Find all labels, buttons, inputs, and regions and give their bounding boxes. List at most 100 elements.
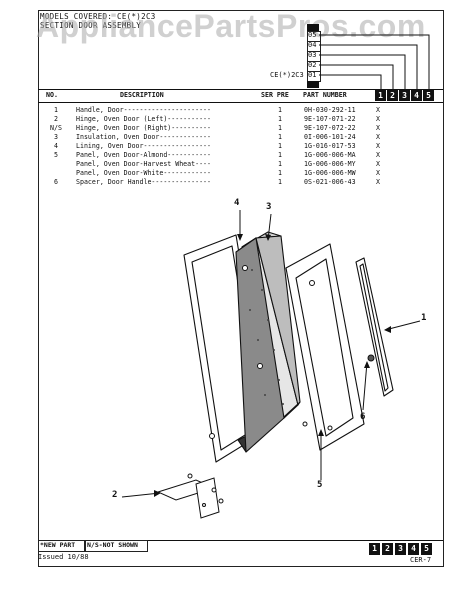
model-box-bottom-marker: [307, 81, 319, 88]
row-ser: 1: [278, 124, 282, 132]
footer-rule: [38, 540, 443, 541]
table-header: NO. DESCRIPTION SER PRE PART NUMBER: [0, 91, 458, 100]
table-row: Panel, Oven Door-Harvest Wheat---- 1 1G-…: [0, 160, 458, 169]
table-row: 5 Panel, Oven Door-Almond----------- 1 1…: [0, 151, 458, 160]
door-assembly-diagram: [121, 210, 421, 519]
row-description: Panel, Oven Door-Almond-----------: [76, 151, 211, 159]
row-ser: 1: [278, 142, 282, 150]
row-description: Panel, Oven Door-White------------: [76, 169, 211, 177]
row-part-number[interactable]: 9E-107-072-22: [304, 124, 356, 132]
row-description: Handle, Door----------------------: [76, 106, 211, 114]
model-box-top-marker: [307, 24, 319, 31]
callout-3: 3: [266, 202, 272, 212]
screw-icon: [309, 280, 315, 286]
model-leader-lines: [319, 34, 430, 91]
table-row: 3 Insulation, Oven Door------------- 1 0…: [0, 133, 458, 142]
row-description: Insulation, Oven Door-------------: [76, 133, 211, 141]
row-model-mark: X: [376, 151, 380, 159]
model-box-03-label: 03: [308, 51, 317, 59]
screw-icon: [302, 421, 308, 427]
footer-new-part: *NEW PART: [40, 541, 76, 549]
row-no: N/S: [50, 124, 62, 132]
row-no: 1: [54, 106, 58, 114]
row-description: Hinge, Oven Door (Right)----------: [76, 124, 211, 132]
section-line: SECTION DOOR ASSEMBLY: [40, 21, 142, 30]
col-part-number-header: PART NUMBER: [303, 91, 347, 99]
model-box-05-label: 05: [308, 31, 317, 39]
watermark: AppliancePartsPros.com: [36, 8, 426, 44]
row-no: 2: [54, 115, 58, 123]
table-row: N/S Hinge, Oven Door (Right)---------- 1…: [0, 124, 458, 133]
callout-1: 1: [421, 313, 427, 323]
callout-2: 2: [112, 490, 118, 500]
col-model-1: 1: [375, 90, 386, 101]
panel-outer: [285, 243, 365, 451]
page-code: CER-7: [410, 556, 432, 564]
row-ser: 1: [278, 106, 282, 114]
footer-model-5: 5: [421, 543, 432, 555]
row-model-mark: X: [376, 160, 380, 168]
row-model-mark: X: [376, 106, 380, 114]
row-part-number[interactable]: 1G-006-006-MA: [304, 151, 356, 159]
row-part-number[interactable]: 9E-107-071-22: [304, 115, 356, 123]
table-row: 4 Lining, Oven Door----------------- 1 1…: [0, 142, 458, 151]
footer-not-shown-box: [84, 540, 148, 552]
row-ser: 1: [278, 115, 282, 123]
insulation-face: [235, 237, 285, 453]
row-ser: 1: [278, 151, 282, 159]
table-row: 1 Handle, Door---------------------- 1 0…: [0, 106, 458, 115]
row-description: Lining, Oven Door-----------------: [76, 142, 211, 150]
row-part-number[interactable]: 1G-006-006-MY: [304, 160, 356, 168]
row-model-mark: X: [376, 133, 380, 141]
col-description-header: DESCRIPTION: [120, 91, 164, 99]
row-model-mark: X: [376, 178, 380, 186]
callout-6: 6: [360, 412, 366, 422]
handle-bar: [355, 257, 394, 397]
table-row: 2 Hinge, Oven Door (Left)----------- 1 9…: [0, 115, 458, 124]
col-model-5: 5: [423, 90, 434, 101]
footer-model-3: 3: [395, 543, 406, 555]
footer-model-4: 4: [408, 543, 419, 555]
footer-model-1: 1: [369, 543, 380, 555]
screw-icon: [257, 363, 263, 369]
row-part-number[interactable]: 0S-021-006-43: [304, 178, 356, 186]
callout-5: 5: [317, 480, 323, 490]
model-box-01-label: 01: [308, 71, 317, 79]
row-part-number[interactable]: 0H-030-292-11: [304, 106, 356, 114]
footer-model-2: 2: [382, 543, 393, 555]
panel-inner: [295, 258, 354, 437]
col-no-header: NO.: [46, 91, 58, 99]
col-ser-pre-header: SER PRE: [261, 91, 289, 99]
row-model-mark: X: [376, 115, 380, 123]
screw-icon: [242, 265, 248, 271]
issued-date: Issued 10/88: [38, 553, 89, 561]
model-code: CE(*)2C3: [270, 71, 304, 79]
row-part-number[interactable]: 1G-016-017-53: [304, 142, 356, 150]
col-model-2: 2: [387, 90, 398, 101]
hinge-plate: [195, 477, 220, 519]
model-box-04-label: 04: [308, 41, 317, 49]
table-row: Panel, Oven Door-White------------ 1 1G-…: [0, 169, 458, 178]
row-ser: 1: [278, 169, 282, 177]
row-description: Spacer, Door Handle---------------: [76, 178, 211, 186]
models-covered-line: MODELS COVERED: CE(*)2C3: [40, 12, 156, 21]
handle-bar-inner: [359, 263, 389, 392]
footer-new-part-box: [38, 540, 86, 552]
row-ser: 1: [278, 178, 282, 186]
row-model-mark: X: [376, 142, 380, 150]
row-no: 5: [54, 151, 58, 159]
table-header-rule-top: [38, 89, 443, 90]
row-part-number[interactable]: 0I-006-101-24: [304, 133, 356, 141]
col-model-4: 4: [411, 90, 422, 101]
page-frame: [38, 10, 444, 567]
model-box-02-label: 02: [308, 61, 317, 69]
row-description: Panel, Oven Door-Harvest Wheat----: [76, 160, 211, 168]
row-no: 3: [54, 133, 58, 141]
table-header-rule-bottom: [38, 102, 443, 103]
callout-4: 4: [234, 198, 240, 208]
row-part-number[interactable]: 1G-006-006-MW: [304, 169, 356, 177]
row-model-mark: X: [376, 124, 380, 132]
row-no: 6: [54, 178, 58, 186]
table-row: 6 Spacer, Door Handle--------------- 1 0…: [0, 178, 458, 187]
row-ser: 1: [278, 160, 282, 168]
